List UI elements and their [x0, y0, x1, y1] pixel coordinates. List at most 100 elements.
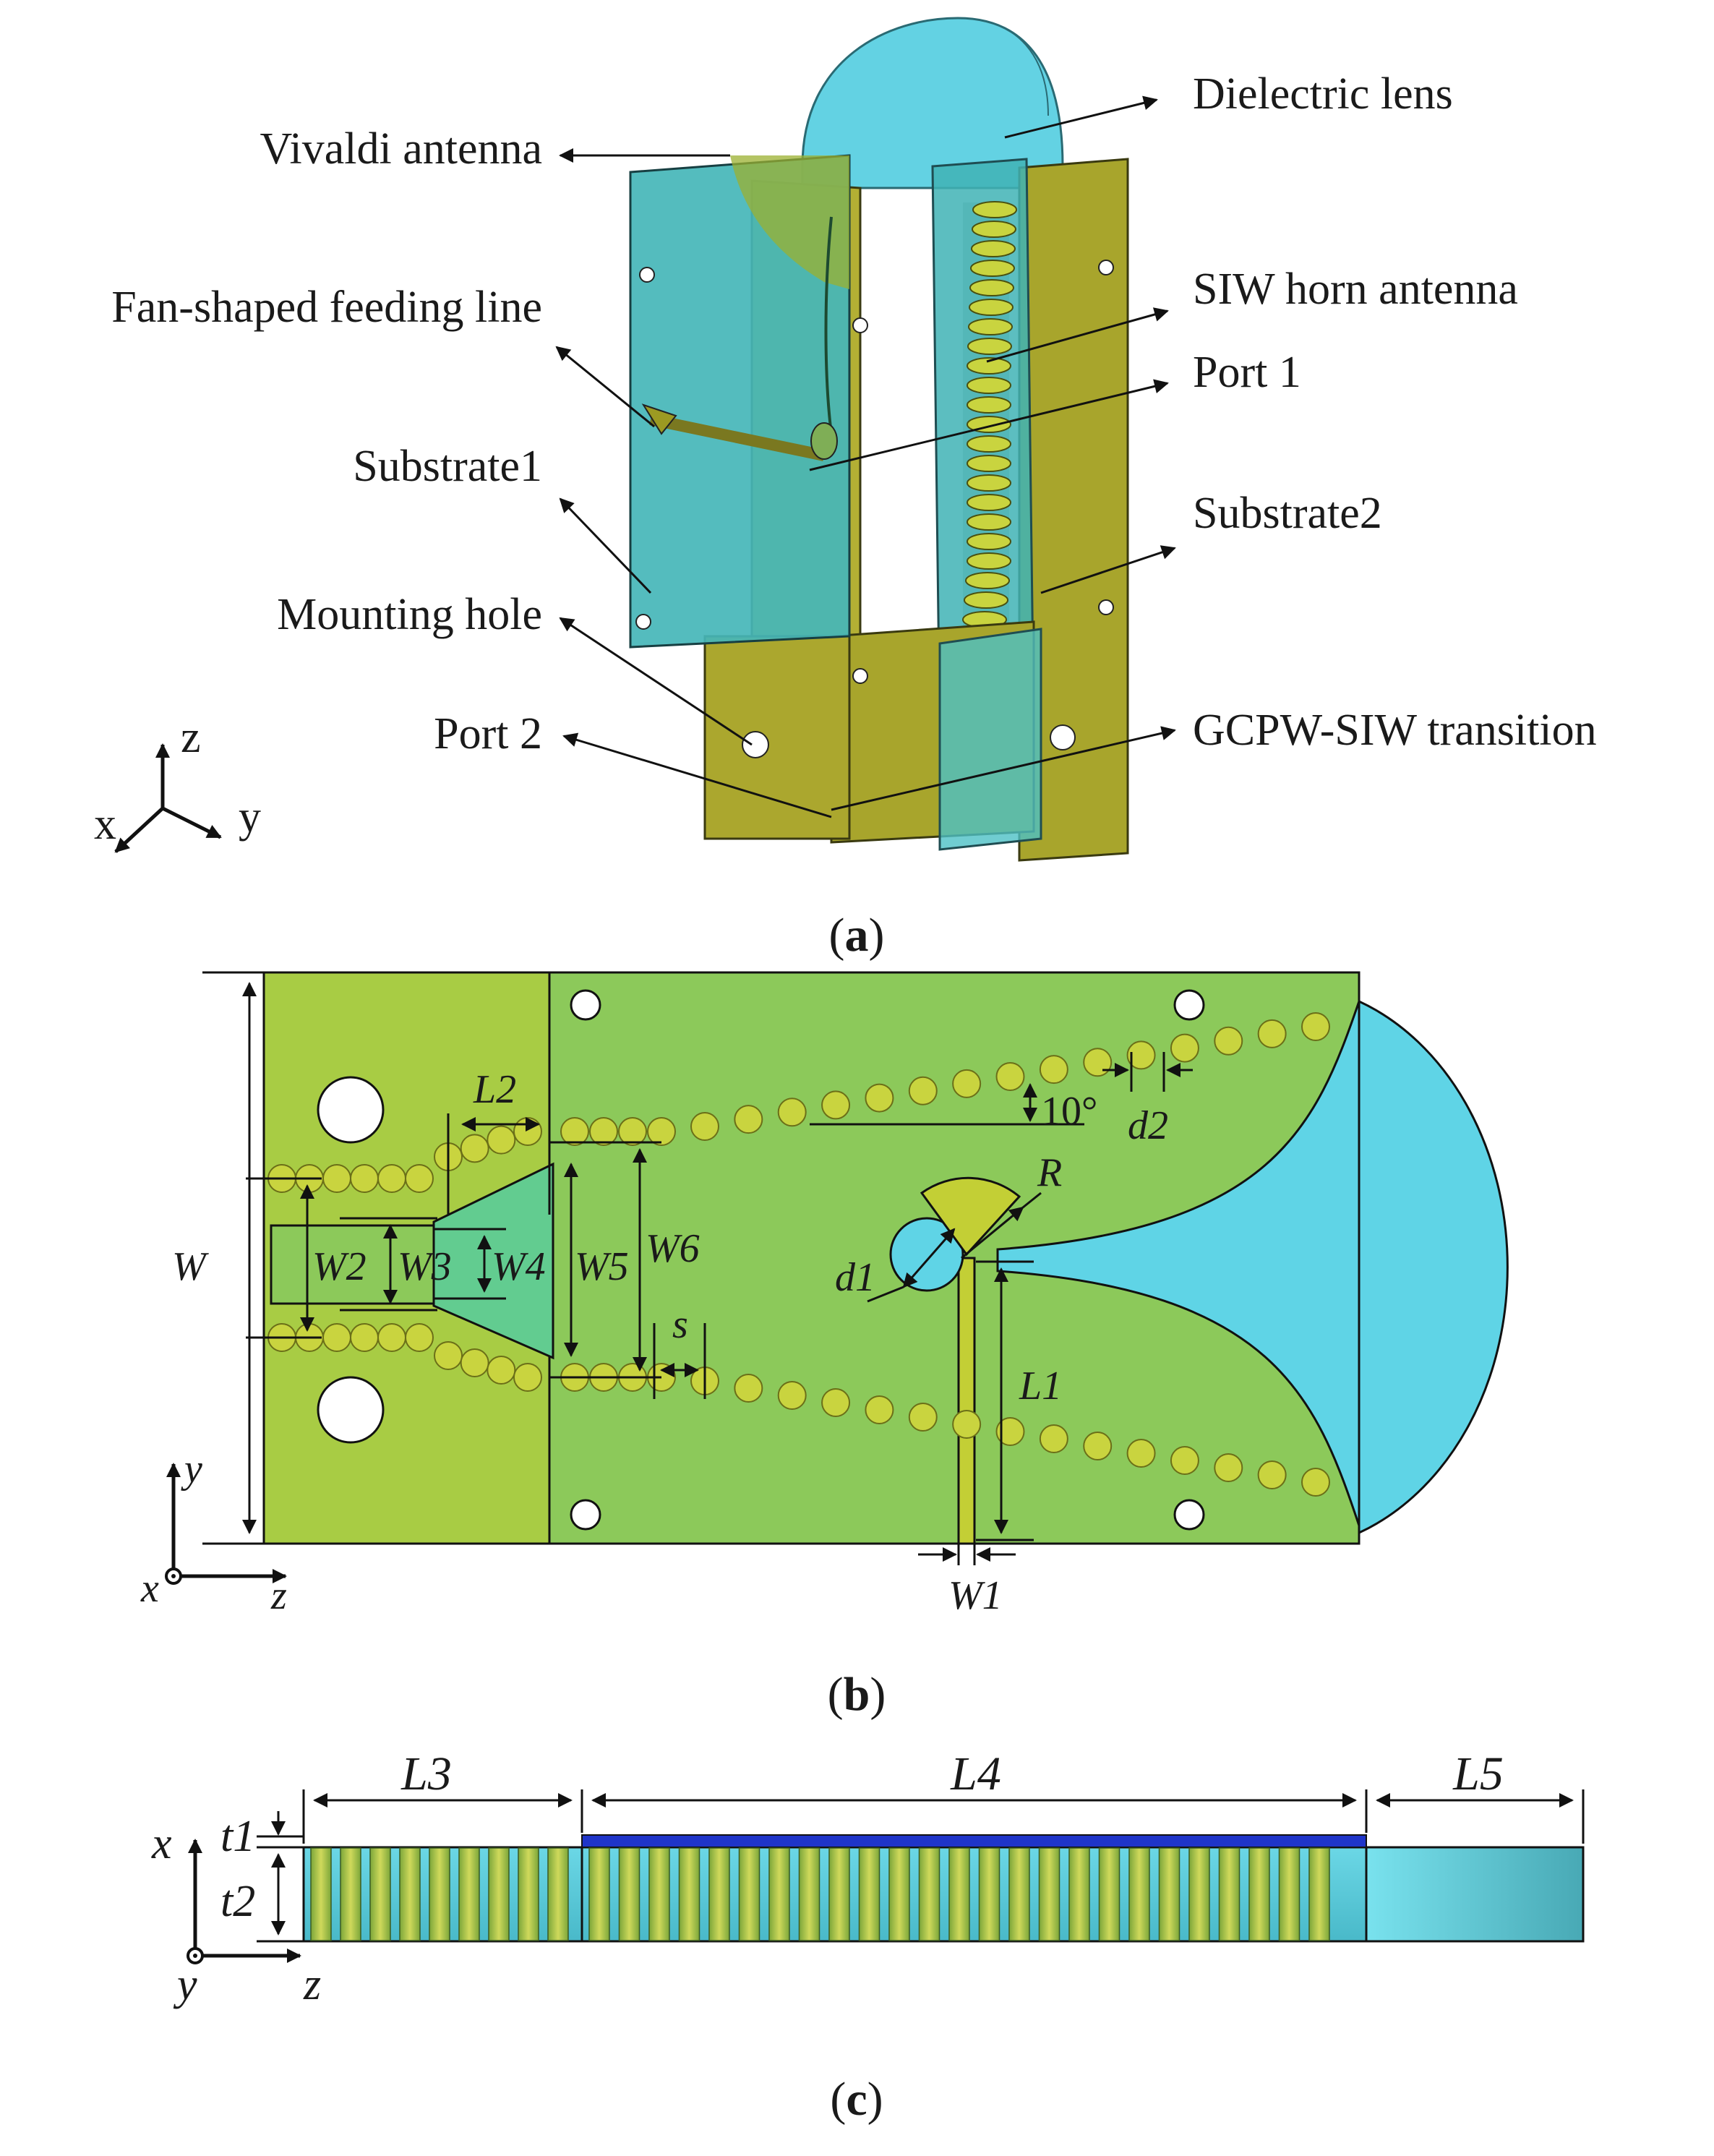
via-post	[967, 357, 1011, 375]
lens-top-view	[1358, 999, 1509, 1535]
axis-label-x-c: x	[151, 1819, 172, 1868]
dim-label-w6: W6	[646, 1226, 700, 1271]
feed-line-w1	[957, 1257, 976, 1545]
siw-via-rows	[267, 1012, 1330, 1497]
via	[1257, 1019, 1287, 1048]
dim-label-d1: d1	[835, 1255, 875, 1300]
axis-label-z-a: z	[181, 713, 201, 762]
via	[1083, 1048, 1113, 1077]
side-view-top-layer	[581, 1834, 1367, 1848]
side-via-post	[648, 1847, 670, 1941]
dimension-lines-b	[202, 971, 1193, 1565]
via	[434, 1341, 463, 1370]
side-via-post	[708, 1847, 730, 1941]
via	[377, 1164, 406, 1193]
side-via-post	[310, 1847, 332, 1941]
side-view-lens	[1365, 1846, 1585, 1943]
via-post	[972, 221, 1016, 238]
mounting-hole	[317, 1076, 385, 1144]
via	[1039, 1055, 1068, 1085]
side-via-post	[1248, 1847, 1270, 1941]
axes-3d	[114, 743, 222, 853]
side-via-post	[547, 1847, 569, 1941]
via	[1170, 1033, 1199, 1063]
mounting-hole	[1173, 989, 1205, 1021]
via	[322, 1323, 351, 1352]
via	[460, 1348, 489, 1377]
side-via-post	[978, 1847, 1000, 1941]
via-post	[968, 318, 1013, 335]
via	[995, 1062, 1025, 1091]
label-substrate2: Substrate2	[1193, 489, 1382, 538]
substrate1-3d	[629, 154, 1114, 684]
via	[1126, 1439, 1156, 1468]
side-via-post	[618, 1847, 640, 1941]
label-fan-shaped-feeding-line: Fan-shaped feeding line	[111, 283, 542, 332]
dim-label-l1: L1	[1019, 1364, 1062, 1408]
via	[460, 1134, 489, 1163]
via-post	[967, 494, 1011, 511]
dim-label-r: R	[1037, 1150, 1062, 1195]
side-via-post	[458, 1847, 480, 1941]
via-post	[970, 260, 1015, 277]
side-via-post	[858, 1847, 880, 1941]
side-via-post	[429, 1847, 450, 1941]
side-via-post	[1038, 1847, 1060, 1941]
fan-shaped-stub	[920, 1176, 1021, 1257]
dim-label-w3: W3	[398, 1244, 452, 1289]
panel-b: W L2 W2 W3 W4 W5 W6 s 10° d2 R d1 L1 W1 …	[140, 971, 1509, 1721]
dim-label-l2: L2	[473, 1067, 516, 1112]
axis-label-x-a: x	[94, 800, 116, 849]
side-via-post	[488, 1847, 510, 1941]
dimension-lines-c	[257, 1789, 1585, 1943]
axes-c	[188, 1839, 301, 1963]
via-post	[971, 240, 1016, 257]
via-post	[964, 591, 1008, 609]
mounting-hole	[570, 989, 601, 1021]
dim-label-t2: t2	[220, 1877, 255, 1926]
side-via-post	[1308, 1847, 1330, 1941]
via	[865, 1083, 894, 1113]
panel-c: L3 L4 L5 t1 t2 x y z (c)	[151, 1748, 1585, 2126]
via-post	[967, 455, 1011, 472]
mounting-hole	[570, 1499, 601, 1531]
axis-label-x-b: x	[140, 1566, 159, 1611]
via	[952, 1410, 982, 1439]
side-via-post	[340, 1847, 361, 1941]
via	[350, 1323, 379, 1352]
via	[690, 1112, 719, 1141]
side-via-post	[738, 1847, 760, 1941]
side-via-post	[798, 1847, 820, 1941]
via-post	[967, 513, 1011, 531]
side-via-post	[518, 1847, 539, 1941]
via	[589, 1117, 618, 1146]
side-via-post	[1218, 1847, 1240, 1941]
dim-label-l4: L4	[950, 1748, 1001, 1800]
caption-c: (c)	[830, 2073, 883, 2126]
panel-a: Vivaldi antenna Fan-shaped feeding line …	[94, 17, 1597, 962]
via	[952, 1069, 982, 1098]
gcpw-transition-3d	[830, 620, 1042, 851]
side-via-post	[1128, 1847, 1150, 1941]
via	[513, 1363, 542, 1392]
via	[377, 1323, 406, 1352]
side-via-post	[918, 1847, 940, 1941]
axis-origin-x-dot	[171, 1574, 176, 1578]
via	[821, 1388, 851, 1417]
via-post	[967, 474, 1011, 492]
via-post	[967, 338, 1012, 355]
label-mounting-hole: Mounting hole	[277, 590, 542, 639]
via	[487, 1356, 516, 1385]
side-via-post	[1008, 1847, 1030, 1941]
via	[1214, 1026, 1243, 1056]
side-via-post	[369, 1847, 391, 1941]
via	[1126, 1040, 1156, 1070]
label-substrate1: Substrate1	[353, 442, 542, 491]
axis-label-z-b: z	[270, 1573, 287, 1618]
label-port-1: Port 1	[1193, 348, 1301, 397]
mounting-hole	[317, 1376, 385, 1444]
dim-label-l3: L3	[400, 1748, 452, 1800]
side-via-post	[948, 1847, 970, 1941]
gcpw-center-strip	[270, 1224, 435, 1305]
